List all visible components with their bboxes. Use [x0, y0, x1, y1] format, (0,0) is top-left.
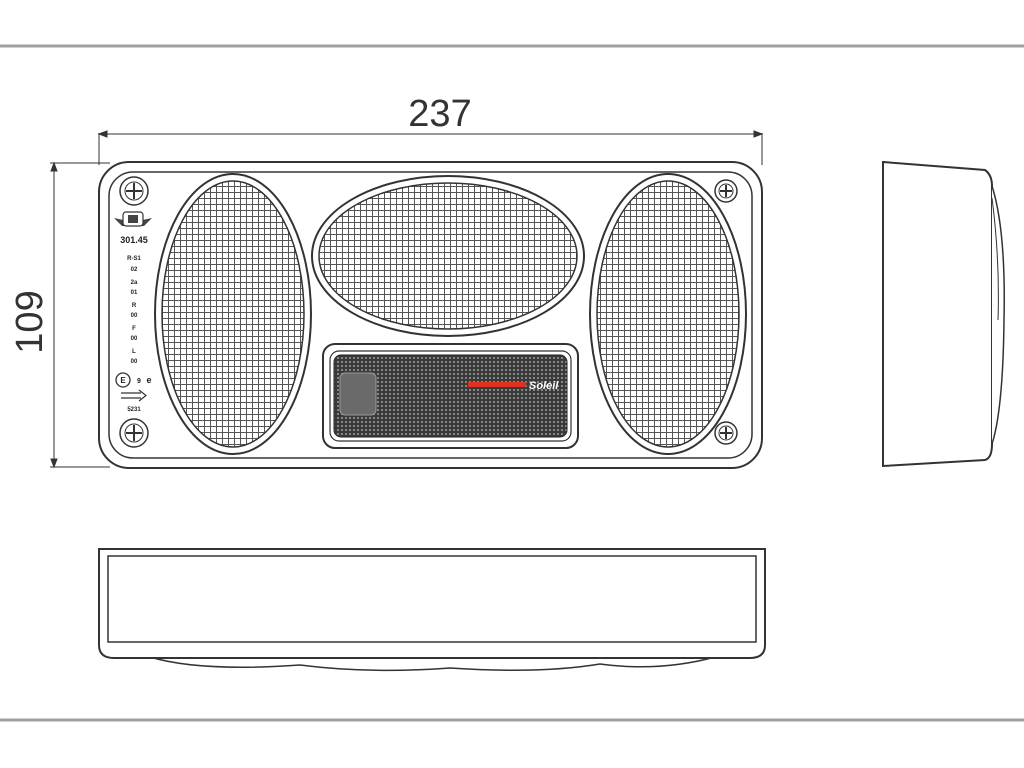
right-lamp-grille [596, 180, 740, 448]
marking-code: 00 [131, 313, 138, 319]
width-dimension [97, 130, 764, 165]
marking-code: 00 [131, 336, 138, 342]
approval-mark: E 9 e [115, 372, 152, 388]
approval-e: e [146, 375, 151, 385]
height-label: 109 [9, 290, 51, 353]
screw-top-right [714, 179, 738, 203]
marking-code: R-S1 [127, 256, 141, 262]
marking-code: 02 [131, 267, 138, 273]
left-lamp-grille [161, 180, 305, 448]
screw-bottom-right [714, 421, 738, 445]
marking-code: 2a [131, 280, 138, 286]
marking-code: 00 [131, 359, 138, 365]
side-inner-bulge [991, 197, 999, 321]
arrow-icon [121, 389, 147, 402]
marking-code: R [132, 303, 137, 309]
approval-code: 5231 [127, 407, 141, 413]
bottom-lens-bulges [149, 656, 716, 672]
screw-bottom-left [119, 418, 149, 448]
bottom-inner-rect [107, 555, 757, 643]
screw-top-left [119, 176, 149, 206]
brand-stripe [468, 382, 526, 387]
approval-letter: E [120, 376, 126, 385]
model-number: 301.45 [120, 235, 148, 245]
marking-code: L [132, 349, 136, 355]
approval-number: 9 [137, 378, 141, 385]
marking-codes: R-S1 02 2a 01 R 00 F 00 L 00 [127, 256, 141, 365]
top-lamp-grille [318, 182, 578, 330]
marking-code: 01 [131, 290, 138, 296]
width-label: 237 [408, 93, 471, 135]
side-body [882, 160, 993, 468]
front-view: Soleil 301.45 [98, 161, 763, 469]
bottom-view [98, 548, 766, 672]
reflector-emblem [339, 372, 377, 416]
height-dimension [50, 161, 110, 469]
manufacturer-logo [114, 211, 152, 227]
marking-code: F [132, 326, 136, 332]
reflector-panel [333, 354, 568, 438]
brand-name: Soleil [529, 380, 559, 392]
side-view [882, 160, 1005, 468]
